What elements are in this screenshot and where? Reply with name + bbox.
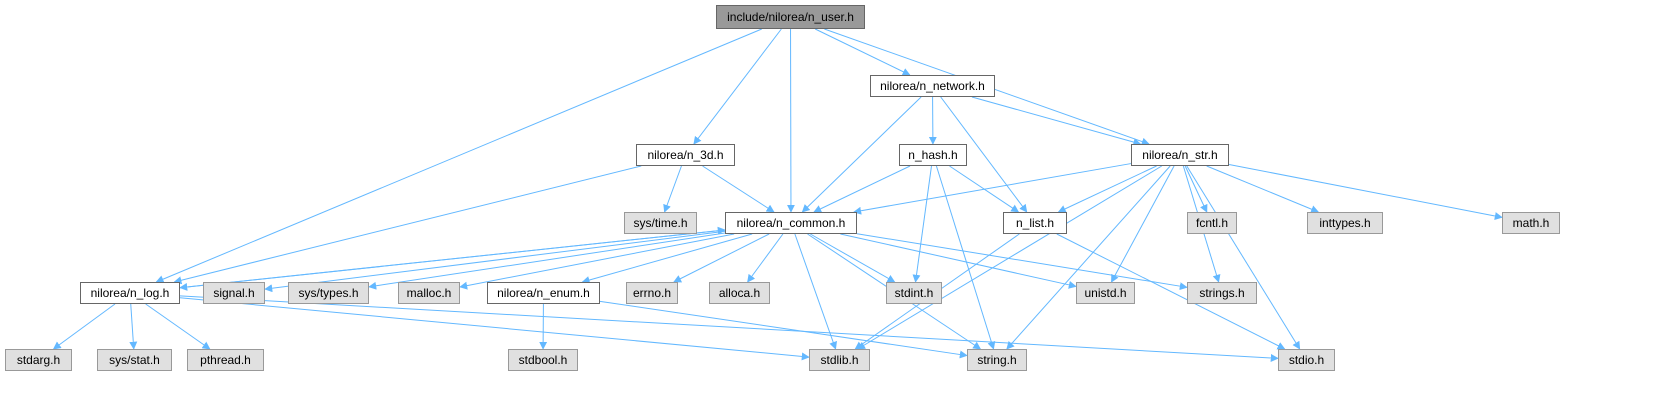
node-n-str-h[interactable]: nilorea/n_str.h (1131, 144, 1229, 166)
edge-n_3d-to-n_common (702, 165, 775, 213)
node-n-network-h[interactable]: nilorea/n_network.h (870, 75, 995, 97)
node-sys-stat-h: sys/stat.h (97, 349, 172, 371)
edge-n_log-to-stdio (179, 295, 1279, 362)
node-inttypes-h: inttypes.h (1307, 212, 1383, 234)
node-n-user-h: include/nilorea/n_user.h (716, 5, 865, 29)
node-stdlib-h: stdlib.h (809, 349, 870, 371)
edge-n_network-to-n_list (940, 96, 1028, 213)
node-n-log-h[interactable]: nilorea/n_log.h (80, 282, 180, 304)
edge-n_common-to-stdint (810, 233, 896, 283)
node-malloc-h: malloc.h (398, 282, 460, 304)
edge-n_common-to-alloca (747, 233, 784, 283)
node-n-common-h[interactable]: nilorea/n_common.h (725, 212, 857, 234)
dependency-edges (52, 28, 1503, 362)
edge-n_str-to-stdlib (857, 165, 1162, 350)
node-errno-h: errno.h (626, 282, 678, 304)
edge-n_str-to-n_list (1057, 165, 1157, 213)
edge-n_user-to-n_network (814, 28, 911, 76)
edge-n_str-to-n_common (853, 163, 1132, 215)
edge-n_log-to-sys_stat (129, 303, 138, 350)
edge-n_3d-to-sys_time (663, 165, 682, 213)
node-n-hash-h[interactable]: n_hash.h (899, 144, 967, 166)
node-stdbool-h: stdbool.h (508, 349, 578, 371)
edge-n_common-to-strings (856, 233, 1188, 291)
edge-n_user-to-n_3d (693, 28, 782, 145)
edge-n_str-to-inttypes (1206, 165, 1320, 213)
node-math-h: math.h (1502, 212, 1560, 234)
edge-n_common-to-signal (264, 230, 726, 293)
edge-n_enum-to-string (599, 300, 968, 359)
node-signal-h: signal.h (203, 282, 265, 304)
node-strings-h: strings.h (1187, 282, 1257, 304)
node-sys-time-h: sys/time.h (624, 212, 697, 234)
edge-n_hash-to-stdint (912, 165, 932, 283)
node-string-h: string.h (967, 349, 1027, 371)
edge-n_common-to-unistd (840, 233, 1077, 289)
node-fcntl-h: fcntl.h (1187, 212, 1237, 234)
edge-n_network-to-n_str (971, 96, 1142, 146)
edge-n_common-to-malloc (459, 233, 735, 290)
edge-n_common-to-sys_types (368, 232, 726, 290)
edge-n_str-to-unistd (1110, 165, 1175, 283)
edge-n_common-to-errno (673, 233, 770, 283)
node-sys-types-h: sys/types.h (288, 282, 369, 304)
edge-n_log-to-pthread (145, 303, 211, 350)
edge-n_hash-to-n_common (813, 165, 911, 213)
edge-n_network-to-n_common (801, 96, 922, 213)
edge-n_common-to-n_enum (581, 233, 753, 284)
node-pthread-h: pthread.h (187, 349, 264, 371)
node-n-3d-h[interactable]: nilorea/n_3d.h (636, 144, 735, 166)
node-alloca-h: alloca.h (709, 282, 770, 304)
edge-n_user-to-n_log (155, 28, 762, 283)
node-unistd-h: unistd.h (1076, 282, 1135, 304)
edge-n_str-to-math (1228, 164, 1503, 220)
node-stdarg-h: stdarg.h (5, 349, 72, 371)
edge-n_log-to-stdlib (179, 297, 810, 361)
edge-n_str-to-stdio (1186, 165, 1301, 350)
edge-n_log-to-stdarg (52, 303, 116, 350)
edge-n_hash-to-string (935, 165, 996, 350)
edge-n_str-to-string (1006, 165, 1171, 350)
node-n-enum-h[interactable]: nilorea/n_enum.h (487, 282, 600, 304)
edge-n_list-to-stdio (1056, 233, 1286, 350)
edge-n_log-to-n_common (179, 226, 726, 289)
edge-n_str-to-fcntl (1184, 165, 1208, 213)
node-n-list-h[interactable]: n_list.h (1003, 212, 1067, 234)
node-stdio-h: stdio.h (1278, 349, 1335, 371)
edge-n_common-to-stdlib (794, 233, 837, 350)
edge-n_3d-to-n_log (173, 165, 642, 285)
node-stdint-h: stdint.h (886, 282, 942, 304)
